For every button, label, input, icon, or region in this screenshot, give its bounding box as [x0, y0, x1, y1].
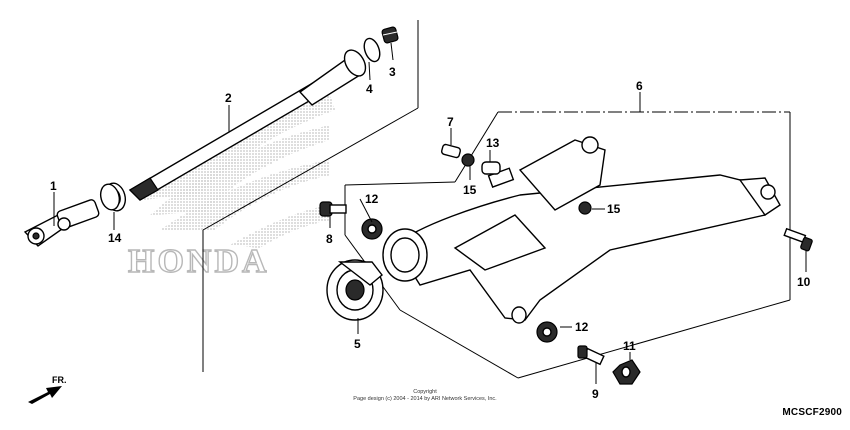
callout-6: 6	[636, 79, 643, 93]
callout-1: 1	[50, 179, 57, 193]
front-direction-label: FR.	[52, 375, 67, 385]
callout-2: 2	[225, 91, 232, 105]
collar-13	[481, 161, 501, 175]
callout-9: 9	[592, 387, 599, 401]
collar-15-right	[578, 201, 592, 215]
swingarm	[382, 136, 781, 324]
leader-lines	[53, 42, 807, 384]
pivot-bolt	[319, 201, 347, 217]
callout-12-lower: 12	[575, 320, 589, 334]
final-flange	[326, 259, 384, 321]
callout-14: 14	[108, 231, 122, 245]
universal-joint	[23, 199, 100, 247]
callout-3: 3	[389, 65, 396, 79]
callout-8: 8	[326, 232, 333, 246]
callout-10: 10	[797, 275, 811, 289]
callout-4: 4	[366, 82, 373, 96]
collar-7	[440, 143, 462, 159]
circlip	[363, 37, 381, 63]
copyright-text: Page design (c) 2004 - 2014 by ARI Netwo…	[353, 396, 497, 402]
group-outline-driveshaft	[202, 20, 419, 372]
stopper-spring	[381, 26, 399, 44]
front-direction-arrow: FR.	[28, 375, 67, 404]
honda-watermark-text: HONDA	[128, 243, 270, 280]
callout-11: 11	[623, 339, 636, 353]
callout-labels: 1 2 3 4 5 6 7 8 9 10 11 12 12 13 14 15 1…	[50, 65, 811, 401]
pivot-nut-left	[361, 218, 383, 240]
pivot-nut-right	[536, 321, 558, 343]
oil-seal	[99, 182, 127, 212]
callout-5: 5	[354, 337, 361, 351]
callout-12-upper: 12	[365, 192, 379, 206]
honda-wing-watermark: HONDA	[127, 95, 335, 281]
lock-nut	[612, 359, 641, 385]
callout-7: 7	[447, 115, 454, 129]
diagram-code: MCSCF2900	[782, 407, 842, 418]
callout-15-left: 15	[463, 183, 477, 197]
collar-15-left	[461, 153, 475, 167]
callout-13: 13	[486, 136, 500, 150]
copyright-title: Copyright	[413, 389, 437, 395]
callout-15-right: 15	[607, 202, 621, 216]
adjusting-bolt	[577, 345, 605, 366]
drive-shaft	[128, 49, 367, 201]
axle-bolt	[783, 227, 813, 252]
